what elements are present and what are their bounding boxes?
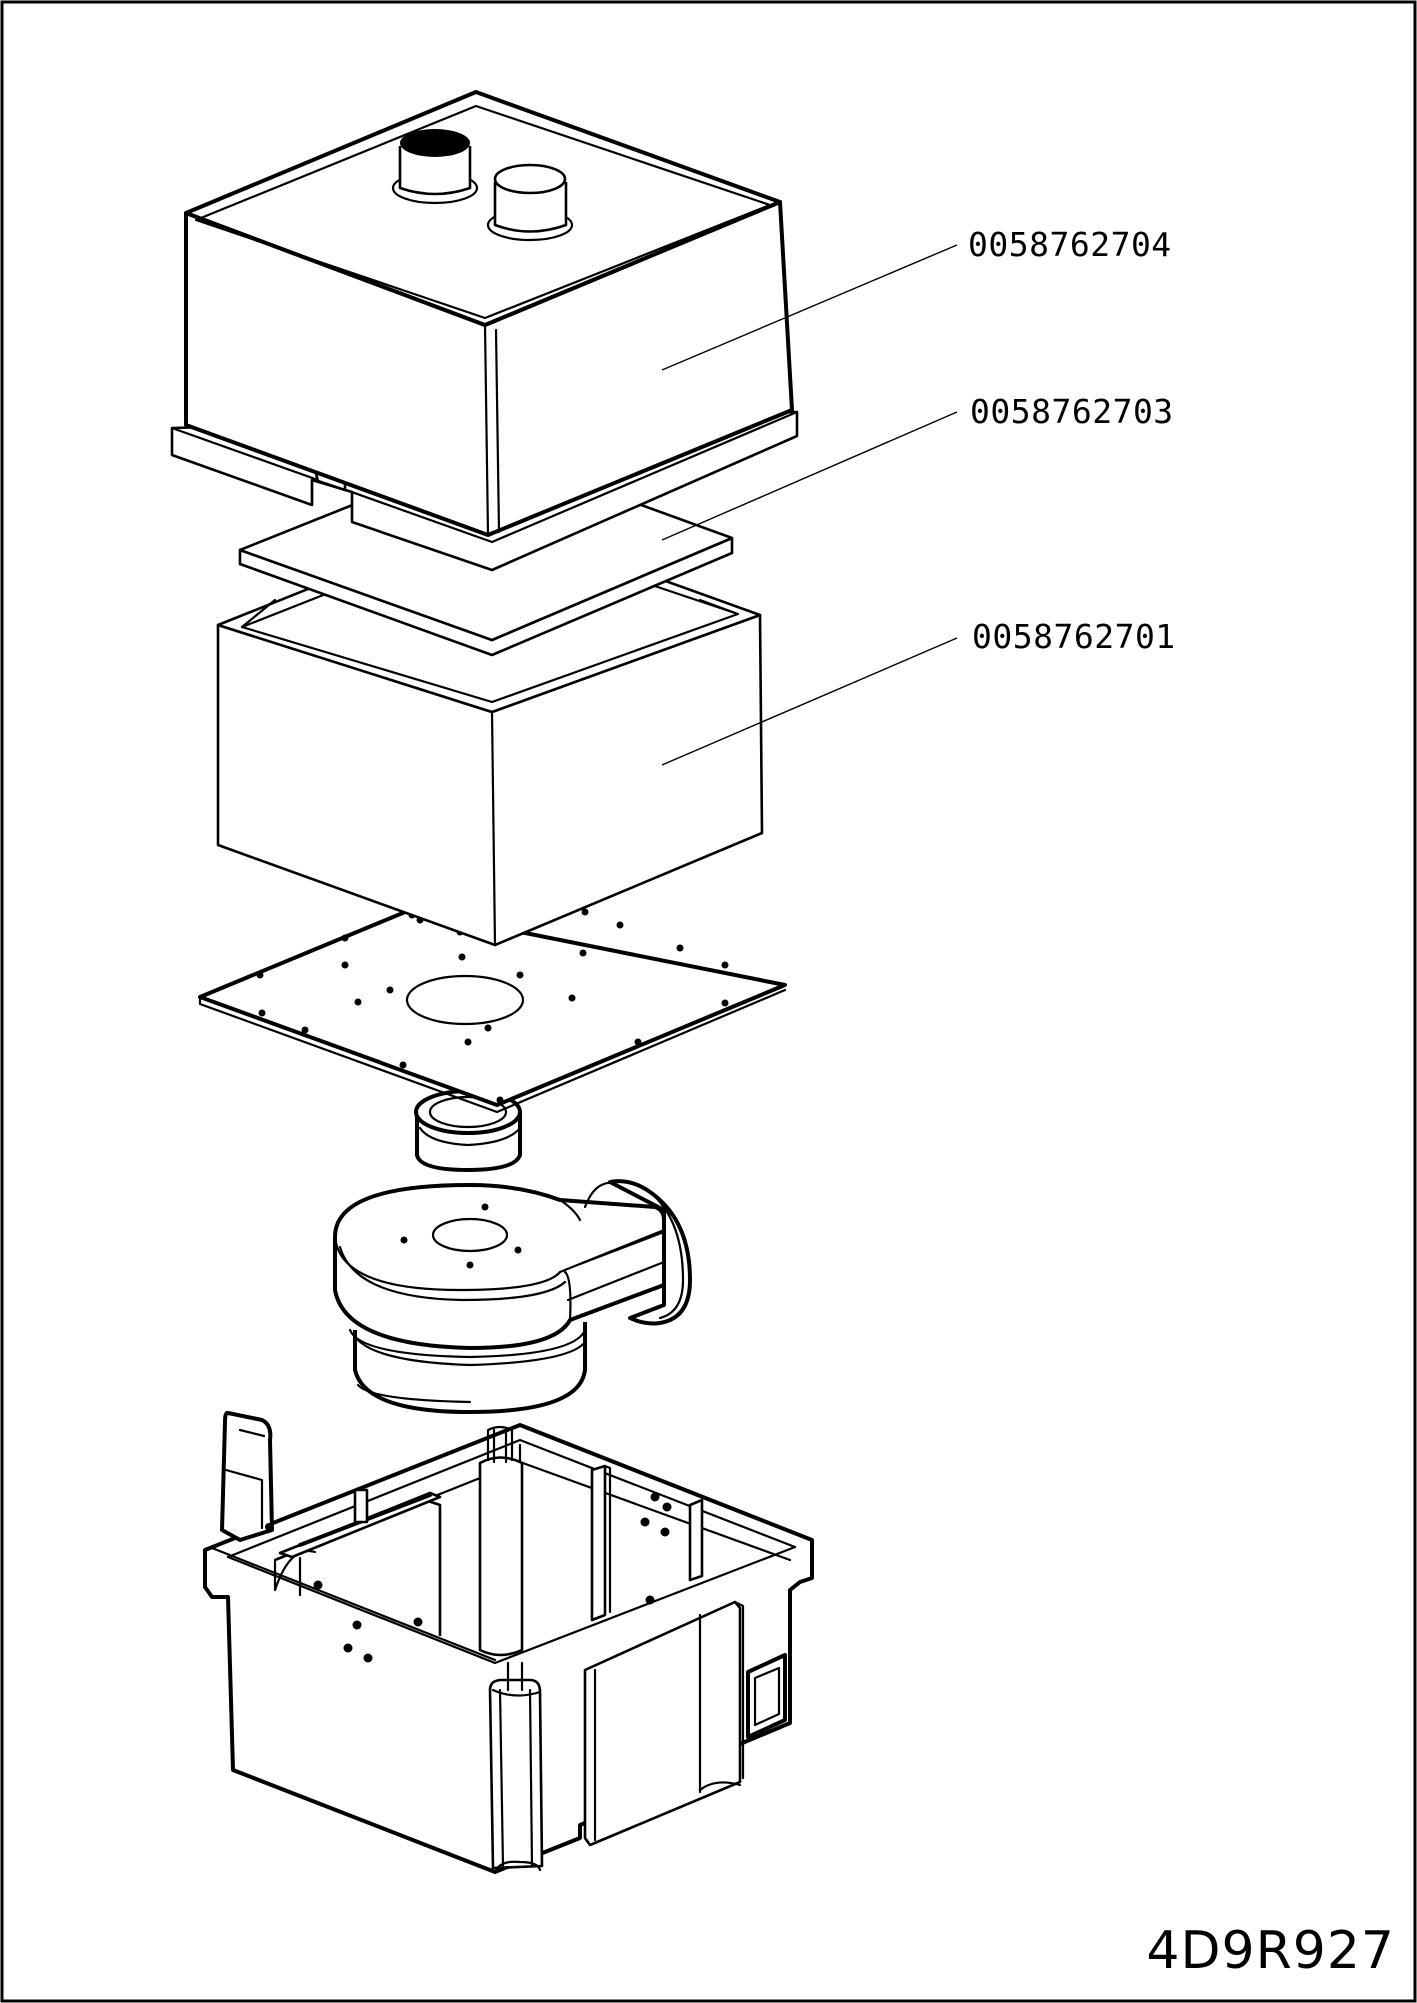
leader-line-0058762704 bbox=[661, 244, 958, 371]
callout-label-0058762704: 0058762704 bbox=[968, 225, 1172, 264]
drawing-number: 4D9R927 bbox=[1146, 1921, 1395, 1981]
mounting-plate bbox=[198, 908, 787, 1114]
callout-label-0058762701: 0058762701 bbox=[972, 617, 1176, 656]
top-cover bbox=[170, 90, 799, 572]
leader-line-0058762703 bbox=[661, 411, 958, 541]
mounting-plate-holes bbox=[256, 908, 729, 1104]
leader-line-0058762701 bbox=[661, 637, 958, 766]
base-housing bbox=[203, 1410, 814, 1874]
blower-fan bbox=[333, 1179, 692, 1414]
callout-label-0058762703: 0058762703 bbox=[970, 392, 1174, 431]
